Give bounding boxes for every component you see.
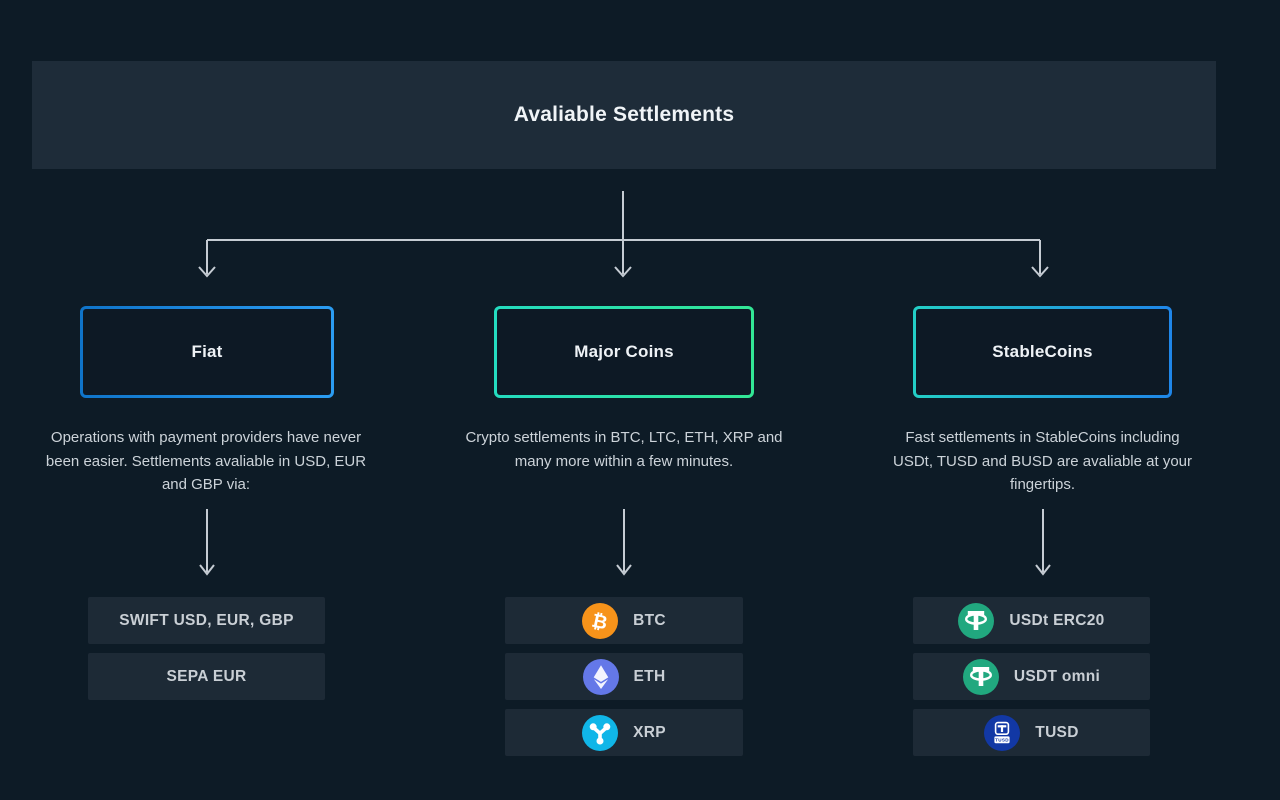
list-item-label: BTC — [633, 611, 666, 629]
description-fiat: Operations with payment providers have n… — [45, 429, 367, 493]
list-item-label: USDt ERC20 — [1009, 611, 1105, 629]
tether-icon — [962, 658, 999, 695]
list-item: USDt ERC20 — [913, 597, 1150, 644]
list-item: SEPA EUR — [88, 653, 325, 700]
list-item: USDT omni — [913, 653, 1150, 700]
list-item: TUSD TUSD — [913, 709, 1150, 756]
xrp-icon — [582, 714, 619, 751]
list-item-label: ETH — [633, 667, 666, 685]
list-item-label: TUSD — [1035, 723, 1079, 741]
eth-icon — [582, 658, 619, 695]
btc-icon: ₿ — [582, 602, 619, 639]
major-coins-list: ₿ BTC ETH — [505, 597, 743, 756]
list-item: XRP — [505, 709, 743, 756]
down-arrow-icon — [616, 509, 632, 576]
category-label: StableCoins — [992, 342, 1093, 361]
tether-icon — [958, 602, 995, 639]
down-arrow-icon — [199, 509, 215, 576]
svg-text:TUSD: TUSD — [995, 737, 1009, 742]
list-item: SWIFT USD, EUR, GBP — [88, 597, 325, 644]
description-major-coins: Crypto settlements in BTC, LTC, ETH, XRP… — [465, 429, 783, 470]
down-arrow-icon — [1035, 509, 1051, 576]
category-box-major-coins: Major Coins — [494, 306, 754, 398]
list-item: ETH — [505, 653, 743, 700]
description-stablecoins: Fast settlements in StableCoins includin… — [892, 429, 1193, 493]
list-item-label: SEPA EUR — [166, 667, 247, 685]
fiat-settlement-list: SWIFT USD, EUR, GBP SEPA EUR — [88, 597, 325, 700]
category-label: Fiat — [191, 342, 223, 361]
tusd-icon: TUSD — [984, 714, 1021, 751]
branch-connector-arrows — [198, 191, 1049, 278]
category-box-major-coins-inner: Major Coins — [497, 309, 751, 395]
category-box-fiat-inner: Fiat — [83, 309, 331, 395]
list-item-label: SWIFT USD, EUR, GBP — [119, 611, 294, 629]
list-item-label: USDT omni — [1013, 667, 1101, 685]
page-title: Avaliable Settlements — [513, 103, 735, 126]
list-item: ₿ BTC — [505, 597, 743, 644]
list-item-label: XRP — [633, 723, 666, 741]
svg-text:₿: ₿ — [590, 609, 610, 634]
category-label: Major Coins — [574, 342, 674, 361]
category-box-stablecoins-inner: StableCoins — [916, 309, 1169, 395]
category-box-stablecoins: StableCoins — [913, 306, 1172, 398]
stablecoins-list: USDt ERC20 USDT omni — [913, 597, 1150, 756]
category-box-fiat: Fiat — [80, 306, 334, 398]
diagram-header: Avaliable Settlements — [32, 61, 1216, 169]
